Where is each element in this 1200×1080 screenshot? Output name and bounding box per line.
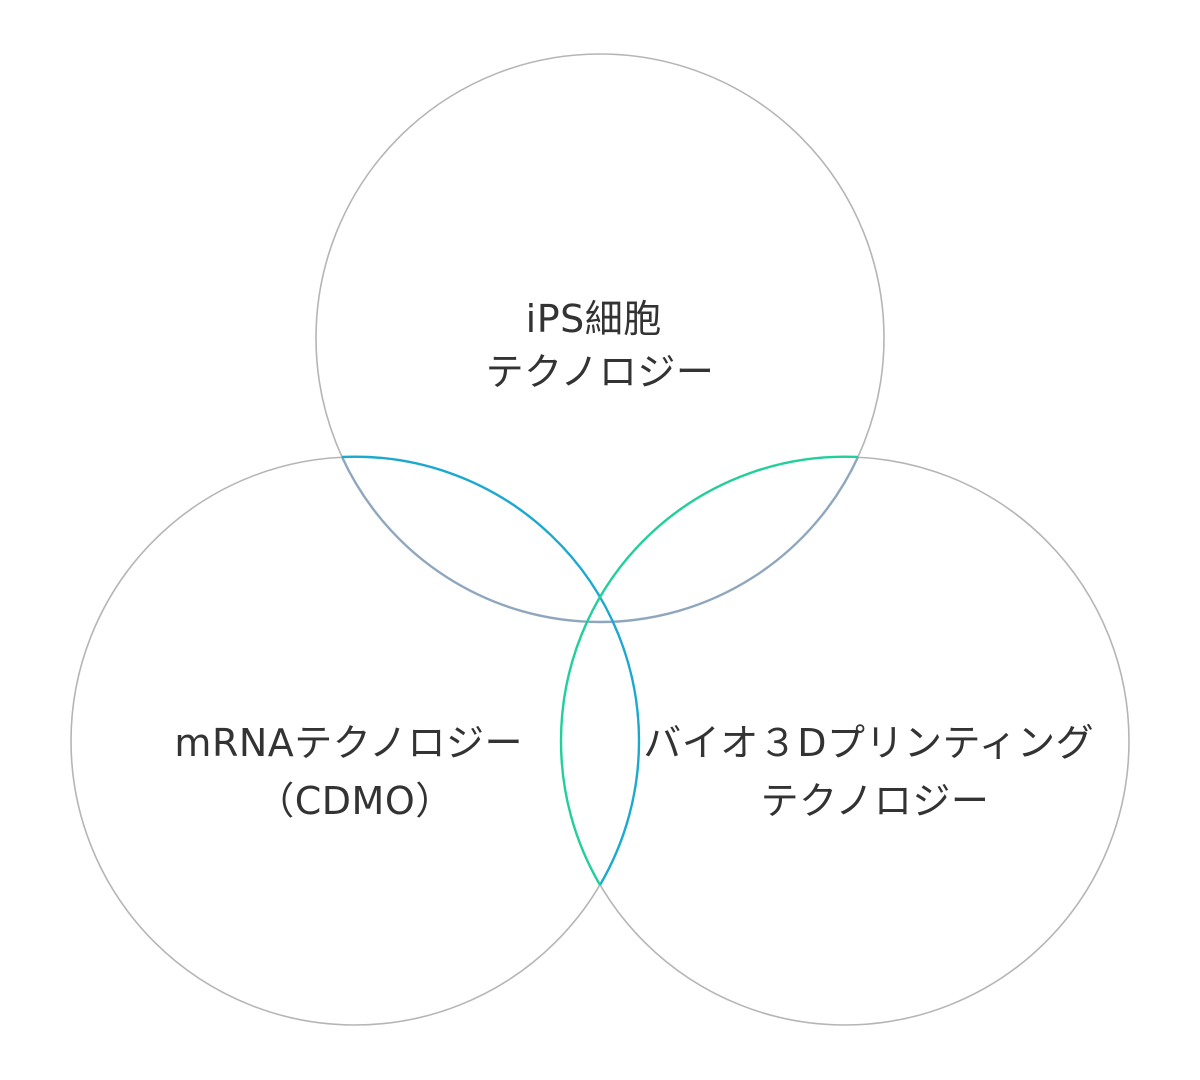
label-ips: iPS細胞 テクノロジー <box>486 297 715 394</box>
label-ips-line-2: テクノロジー <box>486 350 715 394</box>
label-ips-line-1: iPS細胞 <box>526 297 662 341</box>
arc-bio3d-in-ips <box>559 455 859 886</box>
label-bio3d-line-2: テクノロジー <box>761 779 990 823</box>
label-bio3d-line-1: バイオ３Dプリンティング <box>643 721 1094 765</box>
arc-ips-in-mrna <box>340 456 601 624</box>
arc-mrna-in-ips <box>341 455 641 886</box>
arc-ips-in-bio3d <box>599 456 860 624</box>
label-mrna: mRNAテクノロジー （CDMO） <box>174 721 535 823</box>
label-mrna-line-2: （CDMO） <box>256 779 454 823</box>
label-mrna-line-1: mRNAテクノロジー <box>174 721 523 765</box>
label-bio3d: バイオ３Dプリンティング テクノロジー <box>643 721 1107 823</box>
